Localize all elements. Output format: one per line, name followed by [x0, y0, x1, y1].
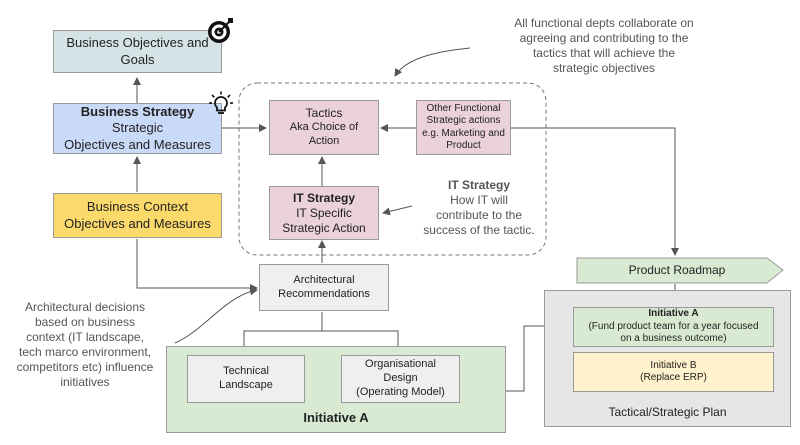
organisational-design-box: Organisational Design (Operating Model)	[341, 355, 460, 403]
business-strategy-line3: Objectives and Measures	[64, 136, 211, 152]
arrow-arch-note	[174, 287, 258, 344]
business-objectives-line1: Business Objectives and	[66, 35, 209, 51]
lightbulb-icon	[209, 91, 233, 114]
other-functional-line1: Other Functional	[426, 102, 501, 114]
collaboration-note-line3: tactics that will achieve the	[532, 46, 676, 60]
organisational-design-line2: Design	[383, 372, 418, 385]
business-strategy-line2: Strategic	[111, 120, 164, 136]
business-objectives-box: Business Objectives and Goals	[53, 30, 222, 73]
architectural-note-line5: competitors etc) influence	[16, 360, 154, 374]
it-strategy-line2: IT Specific	[296, 205, 352, 220]
organisational-design-line3: (Operating Model)	[356, 385, 445, 398]
initiative-a-group-label: Initiative A	[303, 409, 369, 425]
business-objectives-line2: Goals	[120, 51, 155, 67]
line-arch-to-initiative	[243, 312, 323, 355]
other-functional-line3: e.g. Marketing and	[422, 127, 505, 139]
architectural-note: Architectural decisions based on busines…	[2, 300, 168, 390]
plan-initiative-a-line3: on a business outcome)	[620, 333, 727, 345]
architectural-note-line3: context (IT landscape,	[26, 330, 144, 344]
plan-initiative-b-box: Initiative B (Replace ERP)	[573, 352, 774, 392]
organisational-design-line1: Organisational	[365, 358, 436, 371]
collaboration-boundary	[238, 82, 547, 256]
architectural-recommendations-line1: Architectural	[293, 273, 355, 286]
arrow-collab-note	[394, 47, 471, 77]
it-strategy-note-line4: success of the tactic.	[423, 223, 535, 237]
business-context-line2: Objectives and Measures	[64, 215, 211, 231]
architectural-note-line4: tech marco environment,	[18, 345, 152, 359]
product-roadmap-shape	[576, 257, 784, 284]
technical-landscape-box: Technical Landscape	[187, 355, 305, 403]
arrow-itnote-to-itbox	[382, 205, 413, 216]
architectural-recommendations-line2: Recommendations	[278, 287, 370, 300]
arrow-context-to-arch	[136, 239, 258, 292]
it-strategy-note: IT Strategy How IT will contribute to th…	[414, 178, 544, 238]
collaboration-note-line4: strategic objectives	[552, 61, 656, 75]
it-strategy-note-title: IT Strategy	[447, 178, 510, 192]
collaboration-note-line2: agreeing and contributing to the	[519, 31, 689, 45]
it-strategy-note-line2: How IT will	[450, 193, 508, 207]
plan-initiative-a-line2: (Fund product team for a year focused	[588, 320, 759, 332]
business-strategy-box: Business Strategy Strategic Objectives a…	[53, 103, 222, 154]
plan-initiative-b-line2: (Replace ERP)	[640, 372, 707, 383]
product-roadmap-label: Product Roadmap	[628, 263, 726, 277]
arrow-other-to-roadmap	[511, 127, 679, 256]
business-strategy-title: Business Strategy	[80, 104, 195, 120]
architectural-note-line2: based on business	[34, 315, 136, 329]
business-context-box: Business Context Objectives and Measures	[53, 193, 222, 238]
tactics-line1: Tactics	[305, 106, 343, 121]
it-strategy-line3: Strategic Action	[282, 220, 366, 235]
architectural-note-line1: Architectural decisions	[24, 300, 146, 314]
plan-initiative-a-box: Initiative A (Fund product team for a ye…	[573, 307, 774, 347]
it-strategy-box: IT Strategy IT Specific Strategic Action	[269, 186, 379, 240]
plan-initiative-a-title: Initiative A	[648, 308, 699, 320]
collaboration-note: All functional depts collaborate on agre…	[486, 16, 722, 76]
it-strategy-note-line3: contribute to the	[435, 208, 523, 222]
plan-label: Tactical/Strategic Plan	[608, 405, 727, 419]
other-functional-line4: Product	[446, 140, 481, 151]
technical-landscape-line1: Technical	[223, 365, 269, 378]
plan-initiative-b-line1: Initiative B	[650, 359, 697, 371]
technical-landscape-line2: Landscape	[219, 379, 273, 391]
architectural-recommendations-box: Architectural Recommendations	[259, 264, 389, 311]
other-functional-line2: Strategic actions	[426, 115, 501, 126]
collaboration-note-line1: All functional depts collaborate on	[514, 16, 694, 30]
tactics-box: Tactics Aka Choice of Action	[269, 100, 379, 155]
architectural-note-line6: initiatives	[60, 375, 110, 389]
target-icon	[208, 18, 233, 43]
tactics-line3: Action	[308, 135, 340, 147]
other-functional-box: Other Functional Strategic actions e.g. …	[416, 100, 511, 155]
business-context-line1: Business Context	[86, 199, 189, 215]
tactics-line2: Aka Choice of	[289, 121, 359, 134]
it-strategy-title: IT Strategy	[292, 190, 355, 205]
